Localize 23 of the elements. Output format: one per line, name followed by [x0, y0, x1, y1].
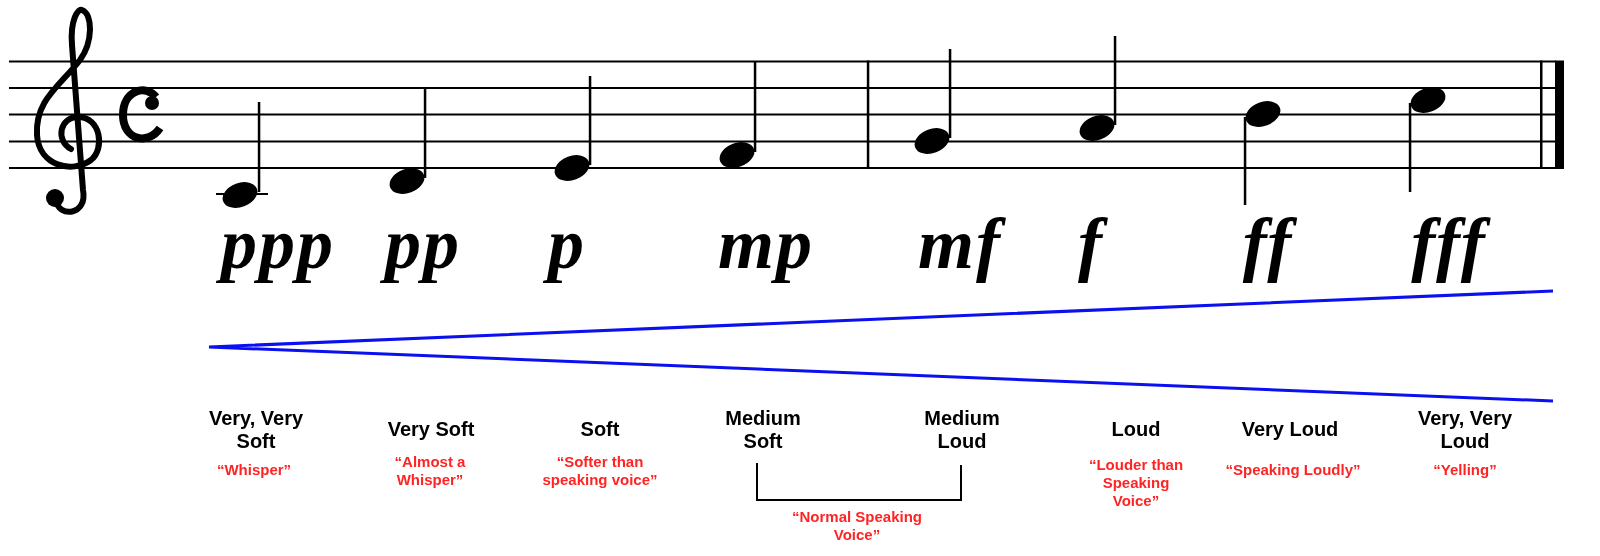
dynamic-marking: f [1065, 206, 1117, 288]
voice-description: “Speaking Loudly” [1224, 461, 1362, 479]
dynamic-meaning: Medium Soft [724, 407, 802, 453]
dynamic-marking: mf [905, 206, 1015, 288]
dynamic-marking: ppp [208, 206, 348, 288]
dynamic-meaning: Loud [1110, 418, 1162, 441]
voice-description: “Almost a Whisper” [393, 453, 467, 489]
dynamic-marking: ff [1229, 206, 1307, 288]
dynamic-marking: fff [1398, 206, 1500, 288]
voice-description: “Yelling” [1432, 461, 1498, 479]
dynamic-meaning: Very, Very Soft [207, 407, 305, 453]
voice-description: “Louder than Speaking Voice” [1087, 456, 1185, 510]
dynamic-meaning: Medium Loud [923, 407, 1001, 453]
dynamic-meaning: Very Loud [1240, 418, 1340, 441]
voice-description: “Normal Speaking Voice” [790, 508, 923, 544]
dynamic-meaning: Very Soft [386, 418, 476, 441]
dynamic-marking: p [535, 206, 599, 288]
voice-description: “Softer than speaking voice” [541, 453, 659, 489]
dynamic-marking: mp [717, 206, 815, 286]
dynamic-marking: pp [372, 206, 474, 288]
dynamic-meaning: Soft [579, 418, 621, 441]
voice-description: “Whisper” [215, 461, 293, 479]
dynamic-meaning: Very, Very Loud [1416, 407, 1514, 453]
